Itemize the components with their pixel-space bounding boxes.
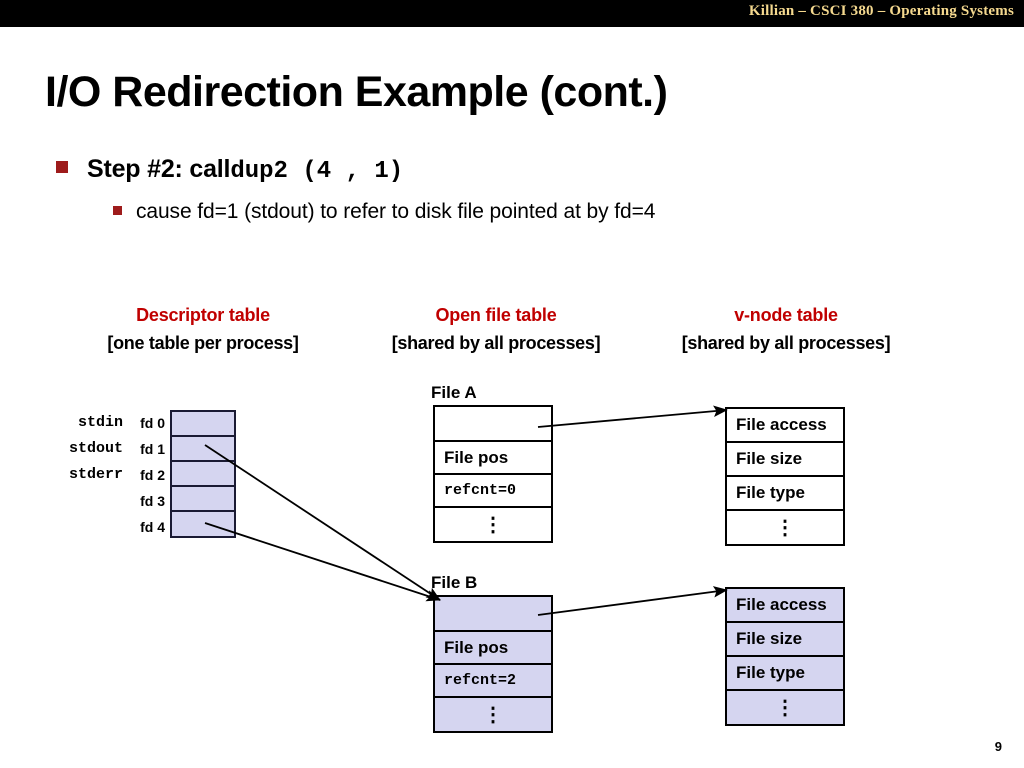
course-banner-text: Killian – CSCI 380 – Operating Systems <box>748 3 1014 19</box>
stream-label <box>28 514 123 540</box>
vnode-a-cell-file-size: File size <box>727 443 843 477</box>
file-b-cell-filepos: File pos <box>435 632 551 665</box>
descriptor-cell-fd0 <box>172 412 234 437</box>
file-a-table: File pos refcnt=0 ⋮ <box>433 405 553 543</box>
fd-number: fd 3 <box>140 493 165 509</box>
sub-bullet-square-icon <box>113 206 122 215</box>
column-heading-vnode: v-node table [shared by all processes] <box>652 305 920 354</box>
file-a-cell-ellipsis: ⋮ <box>483 514 503 536</box>
page-number: 9 <box>994 739 1002 754</box>
stream-label <box>28 488 123 514</box>
file-b-cell-ellipsis: ⋮ <box>483 704 503 726</box>
vnode-b-cell-ellipsis: ⋮ <box>775 697 795 719</box>
bullet-level1: Step #2: call dup2 (4 , 1) <box>56 155 403 185</box>
vnode-b-cell-file-type: File type <box>727 657 843 691</box>
column-heading-openfile: Open file table [shared by all processes… <box>368 305 624 354</box>
bullet-level2-text: cause fd=1 (stdout) to refer to disk fil… <box>136 200 656 223</box>
openfile-subheading: [shared by all processes] <box>391 333 601 353</box>
file-a-label: File A <box>431 383 477 402</box>
descriptor-cell-fd1 <box>172 437 234 462</box>
descriptor-cell-fd4 <box>172 512 234 536</box>
vnode-subheading: [shared by all processes] <box>681 333 891 353</box>
fd-number: fd 0 <box>140 415 165 431</box>
vnode-a-table: File access File size File type ⋮ <box>725 407 845 546</box>
stream-label-column: stdin stdout stderr <box>28 410 123 540</box>
openfile-heading: Open file table <box>435 305 557 325</box>
descriptor-heading: Descriptor table <box>136 305 270 325</box>
vnode-b-cell-file-access: File access <box>727 589 843 623</box>
vnode-b-table: File access File size File type ⋮ <box>725 587 845 726</box>
vnode-a-cell-file-type: File type <box>727 477 843 511</box>
file-a-cell-blank <box>435 407 551 442</box>
file-b-table: File pos refcnt=2 ⋮ <box>433 595 553 733</box>
stream-label: stdin <box>77 414 123 431</box>
fd-number: fd 1 <box>140 441 165 457</box>
descriptor-subheading: [one table per process] <box>107 333 299 353</box>
arrow-fd1-to-fileb <box>204 444 441 601</box>
file-a-cell-filepos: File pos <box>435 442 551 475</box>
descriptor-cell-fd2 <box>172 462 234 487</box>
vnode-a-cell-ellipsis: ⋮ <box>775 517 795 539</box>
descriptor-table <box>170 410 236 538</box>
vnode-a-cell-file-access: File access <box>727 409 843 443</box>
fd-number: fd 2 <box>140 467 165 483</box>
file-b-cell-refcnt: refcnt=2 <box>435 665 551 698</box>
file-b-label: File B <box>431 573 478 592</box>
fd-number: fd 4 <box>140 519 165 535</box>
file-b-cell-blank <box>435 597 551 632</box>
column-heading-descriptor: Descriptor table [one table per process] <box>78 305 328 354</box>
vnode-heading: v-node table <box>734 305 838 325</box>
stream-label: stdout <box>68 440 123 457</box>
file-a-cell-refcnt: refcnt=0 <box>435 475 551 508</box>
bullet-square-icon <box>56 161 68 173</box>
stream-label: stderr <box>68 466 123 483</box>
arrow-filea-to-vnodea <box>537 405 728 428</box>
vnode-b-cell-file-size: File size <box>727 623 843 657</box>
bullet-level1-prefix: Step #2: call <box>87 155 231 183</box>
bullet-level1-code: dup2 (4 , 1) <box>230 158 404 185</box>
descriptor-cell-fd3 <box>172 487 234 512</box>
arrow-fd4-to-fileb <box>204 522 441 602</box>
header-bar <box>0 0 1024 27</box>
fd-number-column: fd 0 fd 1 fd 2 fd 3 fd 4 <box>123 410 165 540</box>
arrow-fileb-to-vnodeb <box>537 586 728 616</box>
page-title: I/O Redirection Example (cont.) <box>45 68 668 116</box>
bullet-level2: cause fd=1 (stdout) to refer to disk fil… <box>113 200 655 224</box>
